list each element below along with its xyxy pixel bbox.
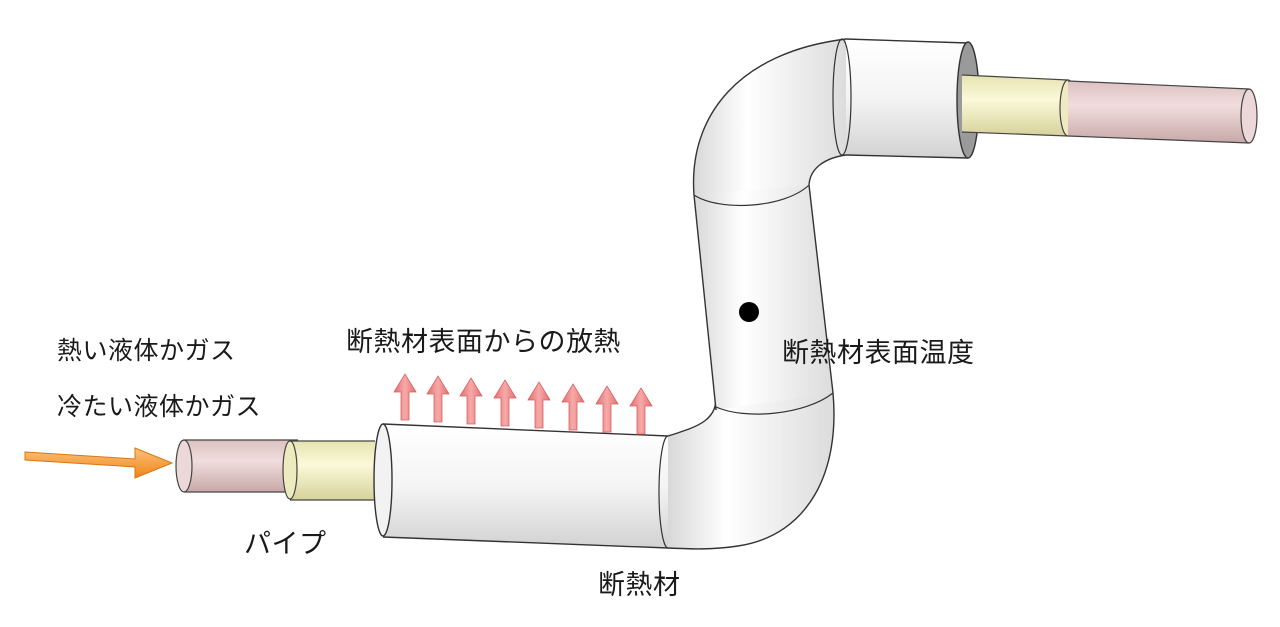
flow-arrow-icon	[24, 447, 174, 479]
insulation-upper-elbow	[692, 38, 847, 196]
heat-release-arrow-icon	[393, 373, 417, 421]
inlet-pipe	[175, 439, 298, 493]
insulation-lower-section	[373, 423, 678, 549]
heat-release-arrow-icon	[595, 385, 619, 433]
heat-release-arrow-icon	[493, 379, 517, 427]
outlet-pipe-stub	[961, 74, 1077, 137]
inlet-pipe-stub	[282, 440, 375, 501]
heat-release-arrow-icon	[426, 375, 450, 423]
heat-release-arrow-icon	[459, 377, 483, 425]
outlet-pipe	[1067, 80, 1258, 144]
insulation-lower-elbow	[667, 392, 835, 550]
heat-release-label: 断熱材表面からの放熱	[346, 327, 621, 358]
surface-temp-label: 断熱材表面温度	[782, 338, 975, 369]
heat-release-arrow-icon	[527, 381, 551, 429]
hot-fluid-label: 熱い液体かガス	[57, 336, 236, 365]
insulation-upper-section	[832, 38, 980, 159]
heat-release-arrow-icon	[629, 387, 653, 435]
insulation-vertical-section	[693, 184, 834, 415]
pipe-label: パイプ	[244, 529, 327, 560]
cold-fluid-label: 冷たい液体かガス	[57, 392, 262, 421]
insulation-label: 断熱材	[598, 570, 681, 601]
surface-temperature-point-icon	[739, 302, 759, 322]
heat-release-arrow-icon	[561, 383, 585, 431]
